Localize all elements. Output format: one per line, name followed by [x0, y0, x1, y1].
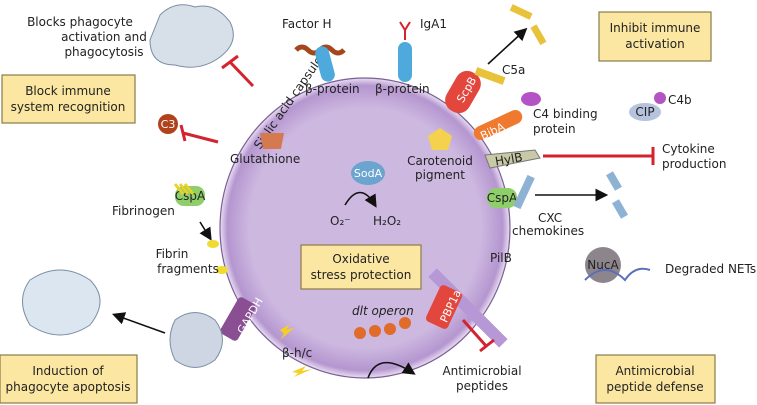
label: CspA — [487, 191, 518, 205]
box-apoptosis: Induction of phagocyte apoptosis — [0, 354, 138, 404]
box-text: phagocyte apoptosis — [6, 380, 131, 394]
inhibit-arrow — [543, 147, 655, 165]
label: CIP — [635, 105, 654, 119]
box-text: system recognition — [11, 100, 126, 114]
label: NucA — [587, 258, 619, 272]
box-text: Inhibit immune — [610, 21, 701, 35]
cip-icon — [629, 103, 661, 121]
label: C5a — [502, 63, 525, 77]
label: Antimicrobial — [442, 364, 521, 378]
box-text: activation — [625, 37, 684, 51]
label: protein — [533, 122, 576, 136]
label: β-protein — [375, 82, 430, 96]
cspa-icon — [487, 188, 517, 208]
label: peptides — [456, 379, 508, 393]
lightning-icon — [280, 324, 312, 377]
chemokine-fragment-icon — [612, 199, 628, 219]
box-amp-defense: Antimicrobial peptide defense — [595, 354, 716, 404]
label: fragments — [157, 262, 219, 276]
arrow — [199, 221, 212, 241]
box-block-recognition: Block immune system recognition — [1, 74, 136, 124]
label: phagocytosis — [64, 45, 143, 59]
apoptotic-cell-icon — [22, 269, 101, 336]
positive-charges-icon — [354, 317, 411, 339]
c5a-fragment-icon — [530, 24, 547, 46]
glutathione-icon — [260, 133, 284, 149]
label: chemokines — [512, 224, 584, 238]
phagocyte-icon — [149, 4, 234, 68]
label: Degraded NETs — [665, 262, 756, 276]
inhibit-arrow — [461, 319, 495, 353]
reaction-arrow — [344, 191, 377, 208]
fibrin-fragment-icon — [207, 240, 219, 248]
phagocyte-icon — [169, 312, 223, 368]
label: IgA1 — [420, 17, 447, 31]
chemokine-icon — [513, 174, 535, 210]
box-text: Induction of — [32, 364, 104, 378]
c5a-icon — [474, 67, 506, 85]
inhibit-arrow — [221, 54, 255, 88]
carotenoid-icon — [428, 128, 452, 150]
label: Carotenoid — [407, 154, 473, 168]
label: Factor H — [282, 17, 332, 31]
box-oxidative: Oxidative stress protection — [300, 244, 422, 290]
box-inhibit-activation: Inhibit immune activation — [598, 11, 712, 62]
beta-protein-icon — [398, 42, 412, 82]
label: Fibrinogen — [112, 204, 175, 218]
label: Blocks phagocyte — [27, 15, 133, 29]
label: Fibrin — [156, 247, 189, 261]
inhibit-arrow — [179, 124, 219, 144]
beta-protein-icon — [315, 46, 335, 82]
dna-icon — [584, 267, 651, 282]
c4bp-icon — [521, 92, 541, 106]
scpb-icon — [445, 70, 481, 114]
label: H₂O₂ — [373, 214, 401, 228]
pbp1a-icon — [425, 285, 463, 329]
label: CXC — [538, 211, 562, 225]
c5a-fragment-icon — [509, 4, 533, 20]
box-text: stress protection — [311, 268, 412, 282]
box-text: peptide defense — [606, 380, 703, 394]
c4b-icon — [654, 92, 666, 104]
label: β-h/c — [282, 346, 312, 360]
box-text: Block immune — [25, 84, 111, 98]
chemokine-fragment-icon — [606, 171, 622, 191]
label: pigment — [415, 168, 465, 182]
label: C3 — [161, 118, 176, 131]
label: activation and — [61, 30, 147, 44]
c3-icon — [158, 114, 178, 134]
fibrinogen-icon — [173, 183, 195, 195]
arrow — [367, 361, 416, 379]
label: β-protein — [305, 82, 360, 96]
fibrin-fragment-icon — [216, 266, 228, 274]
biba-icon — [473, 109, 523, 141]
hylb-icon — [484, 149, 541, 169]
label: SodA — [354, 167, 383, 180]
label: HylB — [494, 150, 524, 169]
iga1-icon — [399, 21, 411, 40]
label: C4b — [668, 93, 692, 107]
box-text: Oxidative — [332, 252, 389, 266]
soda-icon — [351, 161, 385, 185]
label: Cytokine — [662, 142, 715, 156]
arrow — [111, 312, 166, 334]
label: Glutathione — [230, 152, 300, 166]
box-text: Antimicrobial — [615, 364, 694, 378]
label: dlt operon — [352, 304, 414, 318]
label: O₂⁻ — [330, 214, 351, 228]
gapdh-icon — [220, 297, 256, 341]
label: C4 binding — [533, 107, 598, 121]
arrow — [487, 27, 528, 65]
label: production — [662, 157, 726, 171]
label: PilB — [490, 251, 512, 265]
